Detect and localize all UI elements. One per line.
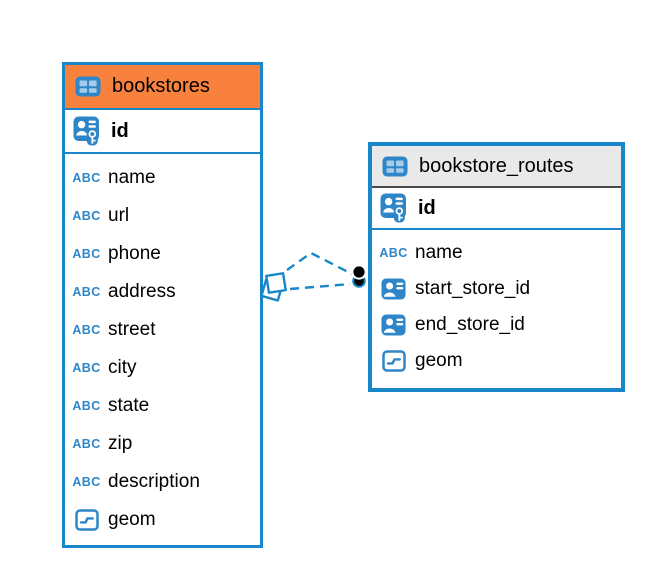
table-bookstores[interactable]: bookstores id ABC name — [62, 62, 263, 548]
column-row-pk[interactable]: id — [65, 110, 260, 154]
column-row[interactable]: ABC street — [65, 311, 260, 349]
column-row[interactable]: geom — [65, 501, 260, 539]
text-type-icon: ABC — [72, 474, 101, 490]
column-row[interactable]: ABC description — [65, 463, 260, 501]
column-label: state — [108, 395, 150, 416]
column-label: name — [108, 167, 156, 188]
text-type-icon: ABC — [72, 246, 101, 262]
column-label: start_store_id — [415, 278, 531, 299]
table-bookstores-header[interactable]: bookstores — [65, 65, 260, 110]
column-row[interactable]: ABC zip — [65, 425, 260, 463]
primary-key-icon — [71, 116, 102, 146]
column-row[interactable]: ABC url — [65, 197, 260, 235]
column-label: name — [415, 242, 463, 263]
relationship-line-upper[interactable] — [286, 251, 353, 276]
column-label: address — [108, 281, 176, 302]
relationship-line-lower[interactable] — [289, 282, 351, 291]
column-row[interactable]: ABC address — [65, 273, 260, 311]
text-type-icon: ABC — [379, 245, 408, 261]
foreign-key-icon — [378, 278, 409, 300]
column-list: ABC name start_store_id — [372, 230, 621, 379]
column-label: url — [108, 205, 130, 226]
primary-key-icon — [378, 193, 409, 223]
text-type-icon: ABC — [72, 360, 101, 376]
table-bookstore-routes-header[interactable]: bookstore_routes — [372, 146, 621, 188]
text-type-icon: ABC — [72, 170, 101, 186]
column-label: phone — [108, 243, 161, 264]
column-label: description — [108, 471, 200, 492]
column-label: city — [108, 357, 137, 378]
column-label: geom — [108, 509, 156, 530]
column-label: zip — [108, 433, 133, 454]
column-label: end_store_id — [415, 314, 525, 335]
foreign-key-icon — [378, 314, 409, 336]
column-label: id — [111, 119, 129, 142]
column-row[interactable]: start_store_id — [372, 271, 621, 307]
text-type-icon: ABC — [72, 284, 101, 300]
column-row[interactable]: end_store_id — [372, 307, 621, 343]
table-title: bookstores — [112, 75, 210, 97]
column-row-pk[interactable]: id — [372, 188, 621, 230]
column-row[interactable]: ABC city — [65, 349, 260, 387]
geometry-type-icon — [378, 350, 409, 372]
column-label: id — [418, 196, 436, 219]
text-type-icon: ABC — [72, 322, 101, 338]
table-bookstore-routes[interactable]: bookstore_routes id ABC name — [368, 142, 625, 392]
column-row[interactable]: ABC state — [65, 387, 260, 425]
text-type-icon: ABC — [72, 398, 101, 414]
text-type-icon: ABC — [72, 208, 101, 224]
table-title: bookstore_routes — [419, 154, 574, 177]
table-icon — [379, 156, 410, 177]
column-row[interactable]: ABC name — [65, 159, 260, 197]
column-label: street — [108, 319, 156, 340]
text-type-icon: ABC — [72, 436, 101, 452]
column-row[interactable]: ABC name — [372, 235, 621, 271]
column-label: geom — [415, 350, 463, 371]
table-icon — [72, 76, 103, 97]
column-row[interactable]: ABC phone — [65, 235, 260, 273]
column-list: ABC name ABC url ABC phone ABC address A… — [65, 154, 260, 539]
column-row[interactable]: geom — [372, 343, 621, 379]
relationship-one-end-marker[interactable] — [351, 264, 367, 288]
relationship-many-end-marker[interactable] — [260, 272, 287, 302]
geometry-type-icon — [71, 509, 102, 531]
